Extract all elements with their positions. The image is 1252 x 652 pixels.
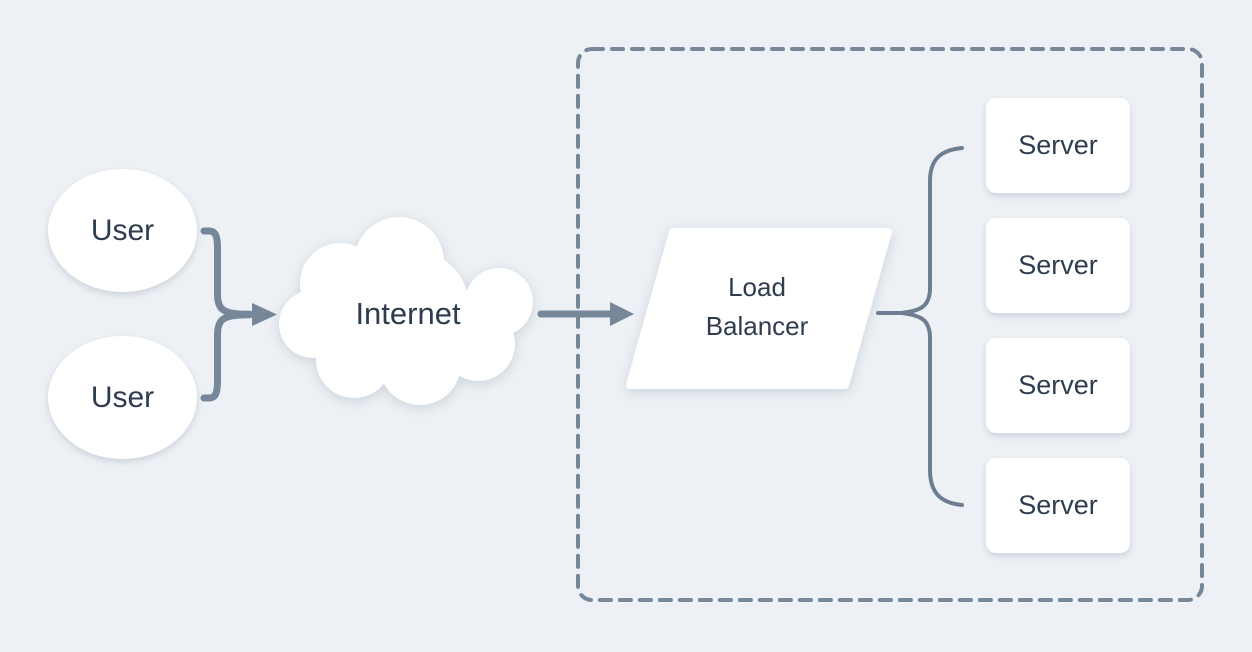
user-node-label: User (90, 380, 155, 414)
server-node-label: Server (1018, 250, 1098, 280)
user-node-label: User (90, 213, 155, 247)
arrow-internet-to-loadbalancer (537, 302, 634, 326)
server-node-3: Server (986, 338, 1130, 433)
user-node-2: User (48, 336, 197, 459)
server-node-label: Server (1018, 370, 1098, 400)
server-node-1: Server (986, 98, 1130, 193)
arrowhead-icon (252, 303, 277, 326)
server-node-label: Server (1018, 490, 1098, 520)
load-balancer-label: Load Balancer (692, 267, 822, 347)
server-cluster-boundary (576, 47, 1204, 602)
server-node-2: Server (986, 218, 1130, 313)
internet-node-label: Internet (308, 284, 508, 344)
internet-label-text: Internet (355, 296, 461, 331)
brace-connector (876, 146, 964, 507)
arrowhead-icon (610, 302, 634, 326)
server-node-label: Server (1018, 130, 1098, 160)
arrow-users-to-internet (200, 227, 277, 402)
load-balancer-shape (626, 228, 892, 389)
internet-cloud-shape (279, 217, 533, 405)
user-node-1: User (48, 169, 197, 292)
server-node-4: Server (986, 458, 1130, 553)
load-balancer-label-text: Load Balancer (705, 272, 809, 341)
